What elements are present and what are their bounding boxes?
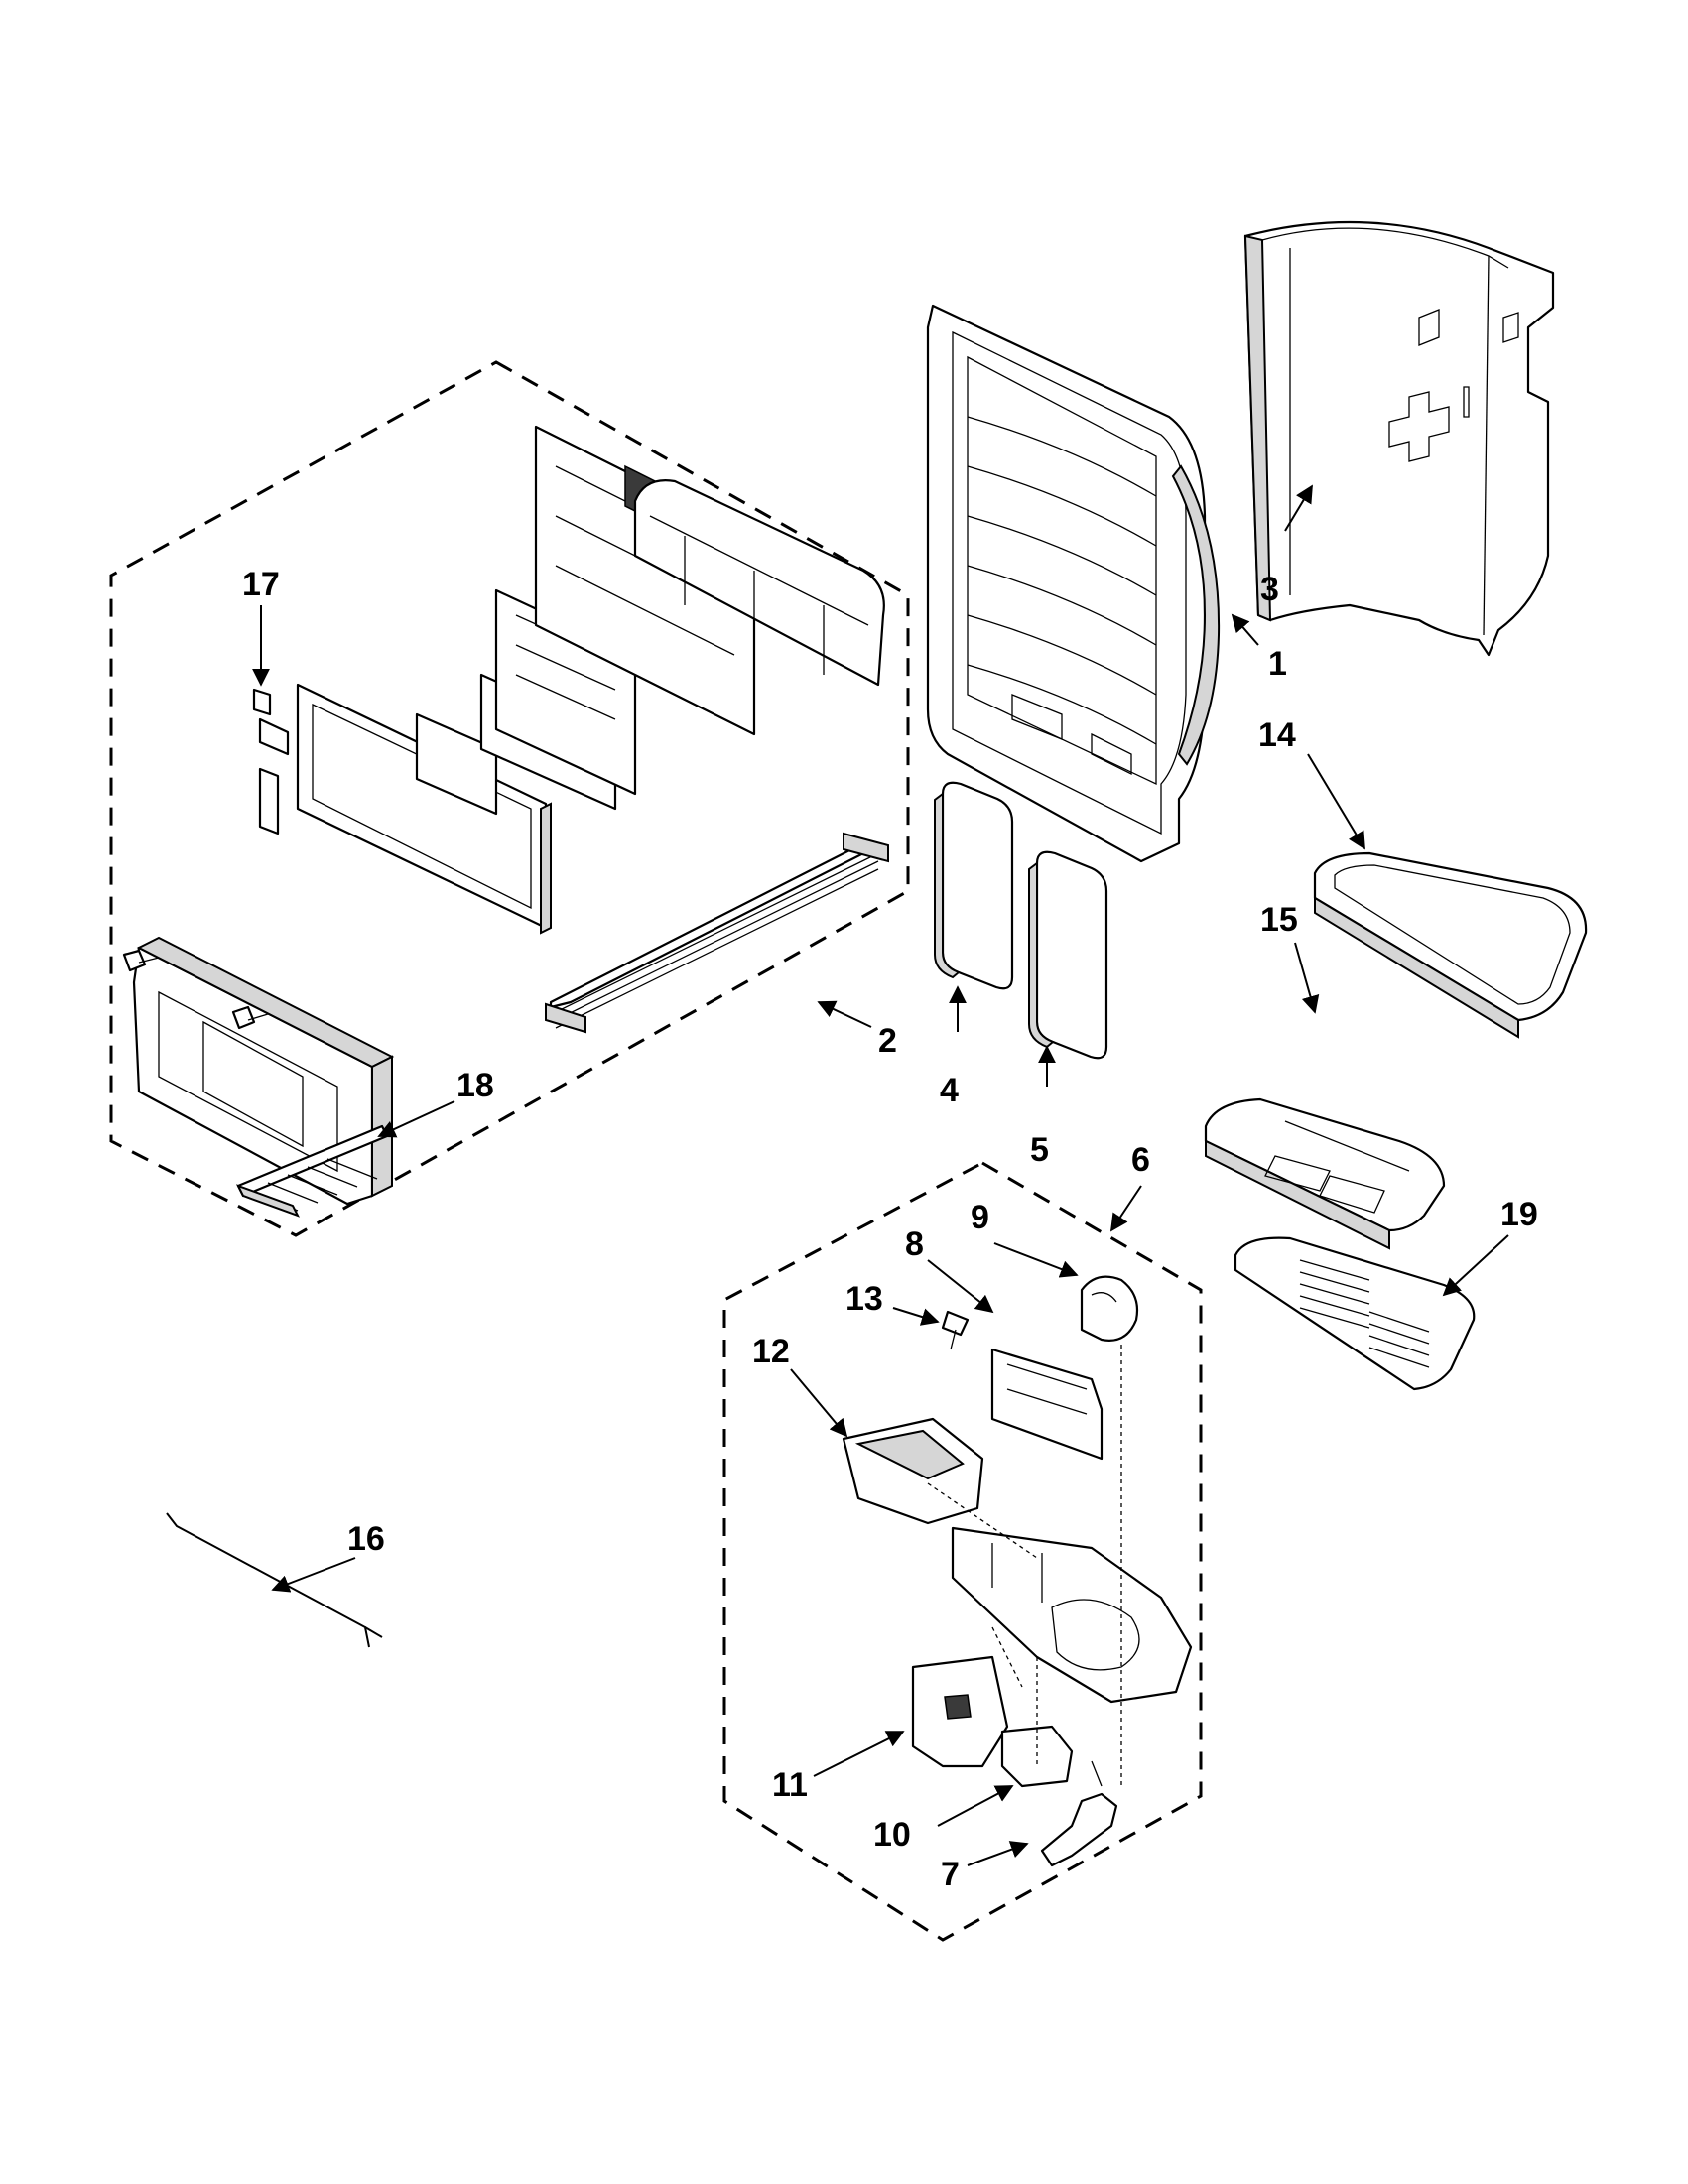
leader-9 xyxy=(993,1242,1079,1278)
callout-18: 18 xyxy=(456,1067,494,1104)
callout-15: 15 xyxy=(1260,901,1298,939)
callout-16: 16 xyxy=(347,1520,385,1558)
callout-2: 2 xyxy=(878,1022,897,1060)
leader-10 xyxy=(937,1785,1014,1827)
callout-4: 4 xyxy=(940,1072,959,1109)
drip-tray-frame-part xyxy=(1313,851,1588,1039)
callout-12: 12 xyxy=(752,1333,790,1370)
pad-part-5 xyxy=(1028,850,1108,1060)
valve-part-7 xyxy=(1040,1760,1118,1867)
bracket-part-8 xyxy=(990,1348,1104,1461)
leader-14 xyxy=(1307,753,1365,850)
dispenser-assembly-boundary xyxy=(722,1161,1203,1942)
screw-part-a xyxy=(122,949,160,972)
assembly-guide-lines xyxy=(927,1345,1122,1786)
display-lens-part xyxy=(415,712,498,816)
pad-part-4 xyxy=(934,781,1014,990)
ice-chute-part-12 xyxy=(842,1417,984,1525)
callout-11: 11 xyxy=(772,1766,808,1804)
dispenser-motor-part-9 xyxy=(1080,1275,1139,1342)
callout-5: 5 xyxy=(1030,1131,1049,1169)
leader-6 xyxy=(1110,1185,1142,1232)
control-panel-part xyxy=(132,936,395,1206)
paddle-part-11 xyxy=(911,1655,1009,1768)
callout-17: 17 xyxy=(242,566,280,603)
dispenser-housing-part xyxy=(926,304,1221,863)
leader-7 xyxy=(967,1841,1029,1866)
leader-13 xyxy=(892,1307,940,1326)
leader-15 xyxy=(1294,942,1320,1014)
callout-10: 10 xyxy=(873,1816,911,1854)
screw-part-b xyxy=(231,1005,269,1030)
leader-16 xyxy=(271,1557,356,1593)
leader-3 xyxy=(1284,484,1313,532)
callout-labels: 1 2 3 4 5 6 7 8 9 10 11 12 13 14 15 16 1… xyxy=(242,566,1538,1893)
wire-bracket-part xyxy=(258,767,280,835)
leader-18 xyxy=(377,1100,455,1138)
leader-11 xyxy=(813,1731,905,1777)
callout-7: 7 xyxy=(941,1856,960,1893)
callout-14: 14 xyxy=(1258,716,1296,754)
callout-13: 13 xyxy=(845,1280,883,1318)
drip-tray-part xyxy=(1204,1097,1446,1250)
callout-3: 3 xyxy=(1260,571,1279,608)
connector-part-17 xyxy=(252,688,290,756)
callout-1: 1 xyxy=(1268,645,1287,683)
leader-lines xyxy=(252,484,1509,1866)
drip-tray-grille-part xyxy=(1234,1236,1476,1391)
leader-12 xyxy=(790,1368,848,1438)
callout-19: 19 xyxy=(1500,1196,1538,1233)
wire-harness-part xyxy=(545,832,889,1034)
rod-part xyxy=(166,1512,383,1648)
leader-1 xyxy=(1231,613,1259,646)
ice-duct-cover-part xyxy=(1243,220,1555,657)
callout-6: 6 xyxy=(1131,1141,1150,1179)
dispenser-base-part xyxy=(951,1526,1193,1704)
leader-2 xyxy=(817,1000,872,1028)
control-housing-part xyxy=(633,479,885,687)
screw-part-13 xyxy=(941,1310,970,1350)
callout-8: 8 xyxy=(905,1225,924,1263)
leader-8 xyxy=(927,1259,994,1314)
leader-19 xyxy=(1442,1234,1509,1297)
control-assembly-boundary xyxy=(109,360,910,1237)
callout-9: 9 xyxy=(971,1199,989,1236)
